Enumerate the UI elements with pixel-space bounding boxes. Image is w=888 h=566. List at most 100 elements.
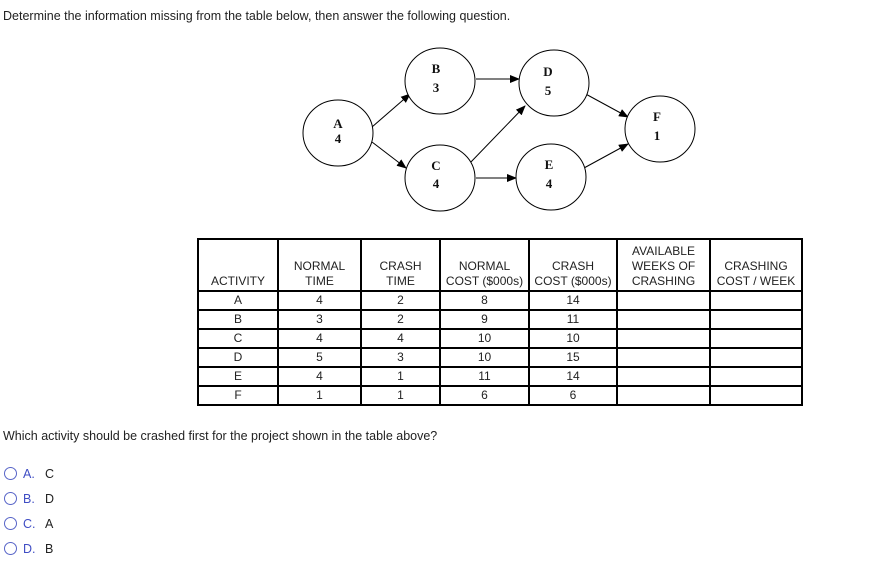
cell-available-weeks — [616, 385, 711, 406]
cell-available-weeks — [616, 290, 711, 311]
node-f: F 1 — [624, 95, 696, 163]
network-edges — [371, 75, 629, 182]
cell-activity: E — [197, 366, 279, 387]
cell-normal-time: 4 — [277, 328, 362, 349]
node-a: A 4 — [302, 99, 374, 167]
cell-normal-time: 3 — [277, 309, 362, 330]
cell-activity: B — [197, 309, 279, 330]
header-activity: ACTIVITY — [197, 238, 279, 292]
svg-text:5: 5 — [545, 83, 552, 98]
svg-text:C: C — [431, 158, 440, 173]
edge-c-d-arrow — [468, 105, 526, 165]
edge-e-f-arrow — [583, 143, 629, 169]
cell-available-weeks — [616, 309, 711, 330]
option-letter: B. — [23, 491, 35, 506]
cell-crash-time: 1 — [360, 366, 441, 387]
svg-text:D: D — [543, 64, 552, 79]
radio-button-icon[interactable] — [4, 492, 17, 505]
edge-d-f-arrow — [581, 91, 629, 118]
project-network-diagram: A 4 B 3 C 4 D 5 E 4 F 1 — [302, 47, 696, 212]
svg-text:3: 3 — [433, 80, 440, 95]
option-a[interactable]: A. C — [4, 461, 54, 486]
option-letter: C. — [23, 516, 36, 531]
cell-crash-cost: 6 — [528, 385, 618, 406]
table-row: B 3 2 9 11 — [197, 309, 803, 330]
svg-text:E: E — [545, 157, 554, 172]
radio-button-icon[interactable] — [4, 517, 17, 530]
cell-cost-per-week — [709, 385, 803, 406]
cell-activity: D — [197, 347, 279, 368]
cell-crash-cost: 10 — [528, 328, 618, 349]
cell-normal-time: 4 — [277, 366, 362, 387]
cell-crash-time: 2 — [360, 290, 441, 311]
cell-normal-cost: 10 — [439, 328, 530, 349]
cell-crash-time: 4 — [360, 328, 441, 349]
cell-cost-per-week — [709, 309, 803, 330]
question-text: Which activity should be crashed first f… — [3, 429, 438, 443]
cell-crash-time: 1 — [360, 385, 441, 406]
cell-available-weeks — [616, 347, 711, 368]
svg-text:4: 4 — [335, 131, 342, 146]
cell-normal-cost: 6 — [439, 385, 530, 406]
cell-normal-cost: 10 — [439, 347, 530, 368]
cell-crash-cost: 14 — [528, 366, 618, 387]
node-e: E 4 — [515, 143, 587, 211]
option-text: B — [45, 541, 54, 556]
option-letter: D. — [23, 541, 36, 556]
cell-cost-per-week — [709, 366, 803, 387]
cell-normal-time: 5 — [277, 347, 362, 368]
cell-available-weeks — [616, 328, 711, 349]
cell-cost-per-week — [709, 328, 803, 349]
cell-normal-time: 1 — [277, 385, 362, 406]
option-text: D — [45, 491, 55, 506]
option-letter: A. — [23, 466, 35, 481]
svg-text:4: 4 — [433, 176, 440, 191]
cell-normal-cost: 11 — [439, 366, 530, 387]
edge-a-c-arrow — [371, 141, 407, 169]
node-b: B 3 — [404, 47, 476, 115]
table-row: C 4 4 10 10 — [197, 328, 803, 349]
cell-crash-time: 2 — [360, 309, 441, 330]
svg-text:B: B — [432, 61, 441, 76]
cell-crash-time: 3 — [360, 347, 441, 368]
svg-text:A: A — [333, 116, 343, 131]
table-row: F 1 1 6 6 — [197, 385, 803, 406]
cell-normal-time: 4 — [277, 290, 362, 311]
answer-options: A. C B. D C. A D. B — [4, 461, 54, 561]
option-b[interactable]: B. D — [4, 486, 54, 511]
option-text: A — [45, 516, 54, 531]
table-row: D 5 3 10 15 — [197, 347, 803, 368]
table-row: A 4 2 8 14 — [197, 290, 803, 311]
cell-normal-cost: 8 — [439, 290, 530, 311]
cell-crash-cost: 15 — [528, 347, 618, 368]
node-c: C 4 — [404, 144, 476, 212]
cell-cost-per-week — [709, 347, 803, 368]
cell-crash-cost: 11 — [528, 309, 618, 330]
cell-cost-per-week — [709, 290, 803, 311]
cell-activity: F — [197, 385, 279, 406]
node-d: D 5 — [518, 49, 590, 117]
instructions-text: Determine the information missing from t… — [3, 9, 511, 23]
cell-activity: C — [197, 328, 279, 349]
option-d[interactable]: D. B — [4, 536, 54, 561]
option-text: C — [45, 466, 55, 481]
cell-available-weeks — [616, 366, 711, 387]
svg-text:4: 4 — [546, 176, 553, 191]
cell-activity: A — [197, 290, 279, 311]
edge-a-b-arrow — [371, 93, 411, 128]
svg-text:1: 1 — [654, 128, 661, 143]
option-c[interactable]: C. A — [4, 511, 54, 536]
cell-normal-cost: 9 — [439, 309, 530, 330]
svg-text:F: F — [653, 109, 661, 124]
radio-button-icon[interactable] — [4, 542, 17, 555]
table-row: E 4 1 11 14 — [197, 366, 803, 387]
radio-button-icon[interactable] — [4, 467, 17, 480]
